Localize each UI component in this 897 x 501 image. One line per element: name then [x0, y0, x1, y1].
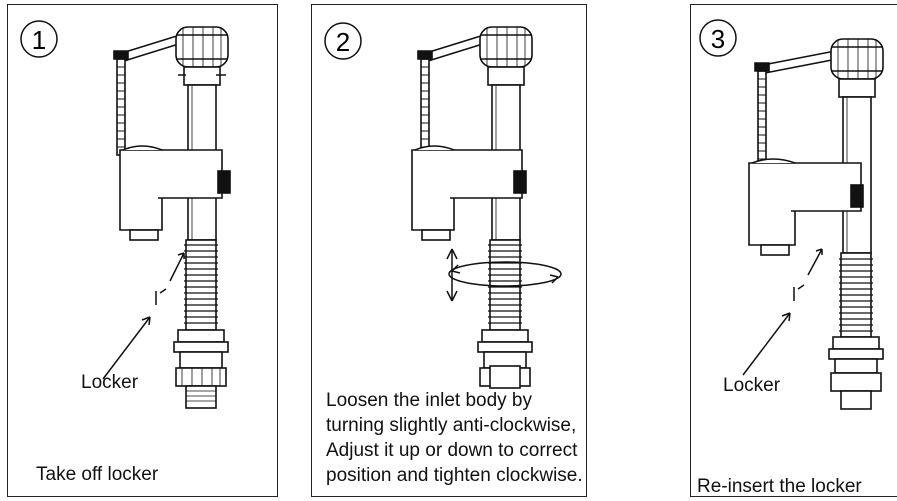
- fill-valve-drawing: [748, 38, 884, 410]
- step-caption-line-4: position and tighten clockwise.: [326, 465, 583, 486]
- step-caption-line-3: Adjust it up or down to correct: [326, 440, 578, 461]
- fill-valve-drawing: [411, 26, 533, 389]
- fill-valve-drawing: [113, 26, 231, 409]
- rotate-arrow-icon: [448, 261, 562, 287]
- locker-pointer: [102, 252, 185, 380]
- step-2-diagram: 2: [324, 22, 562, 389]
- step-number-circle: 3: [699, 19, 737, 57]
- step-2-panel: 2: [311, 4, 587, 497]
- step-number-circle: 1: [20, 20, 58, 58]
- up-down-arrow-icon: [446, 248, 458, 302]
- locker-label: Locker: [81, 372, 139, 393]
- step-caption-line-1: Loosen the inlet body by: [326, 390, 532, 411]
- step-number: 1: [32, 25, 46, 55]
- step-3-panel: 3: [690, 4, 897, 497]
- step-number: 3: [711, 24, 725, 54]
- step-number: 2: [336, 27, 350, 57]
- locker-label: Locker: [723, 375, 781, 396]
- step-3-diagram: 3: [699, 19, 884, 410]
- step-number-circle: 2: [324, 22, 362, 60]
- step-caption: Take off locker: [36, 464, 159, 485]
- step-caption-line-2: turning slightly anti-clockwise,: [326, 415, 577, 436]
- step-1-panel: 1: [7, 4, 278, 497]
- step-caption: Re-insert the locker: [697, 476, 862, 497]
- locker-pointer: [742, 248, 823, 376]
- step-1-diagram: 1: [20, 20, 231, 409]
